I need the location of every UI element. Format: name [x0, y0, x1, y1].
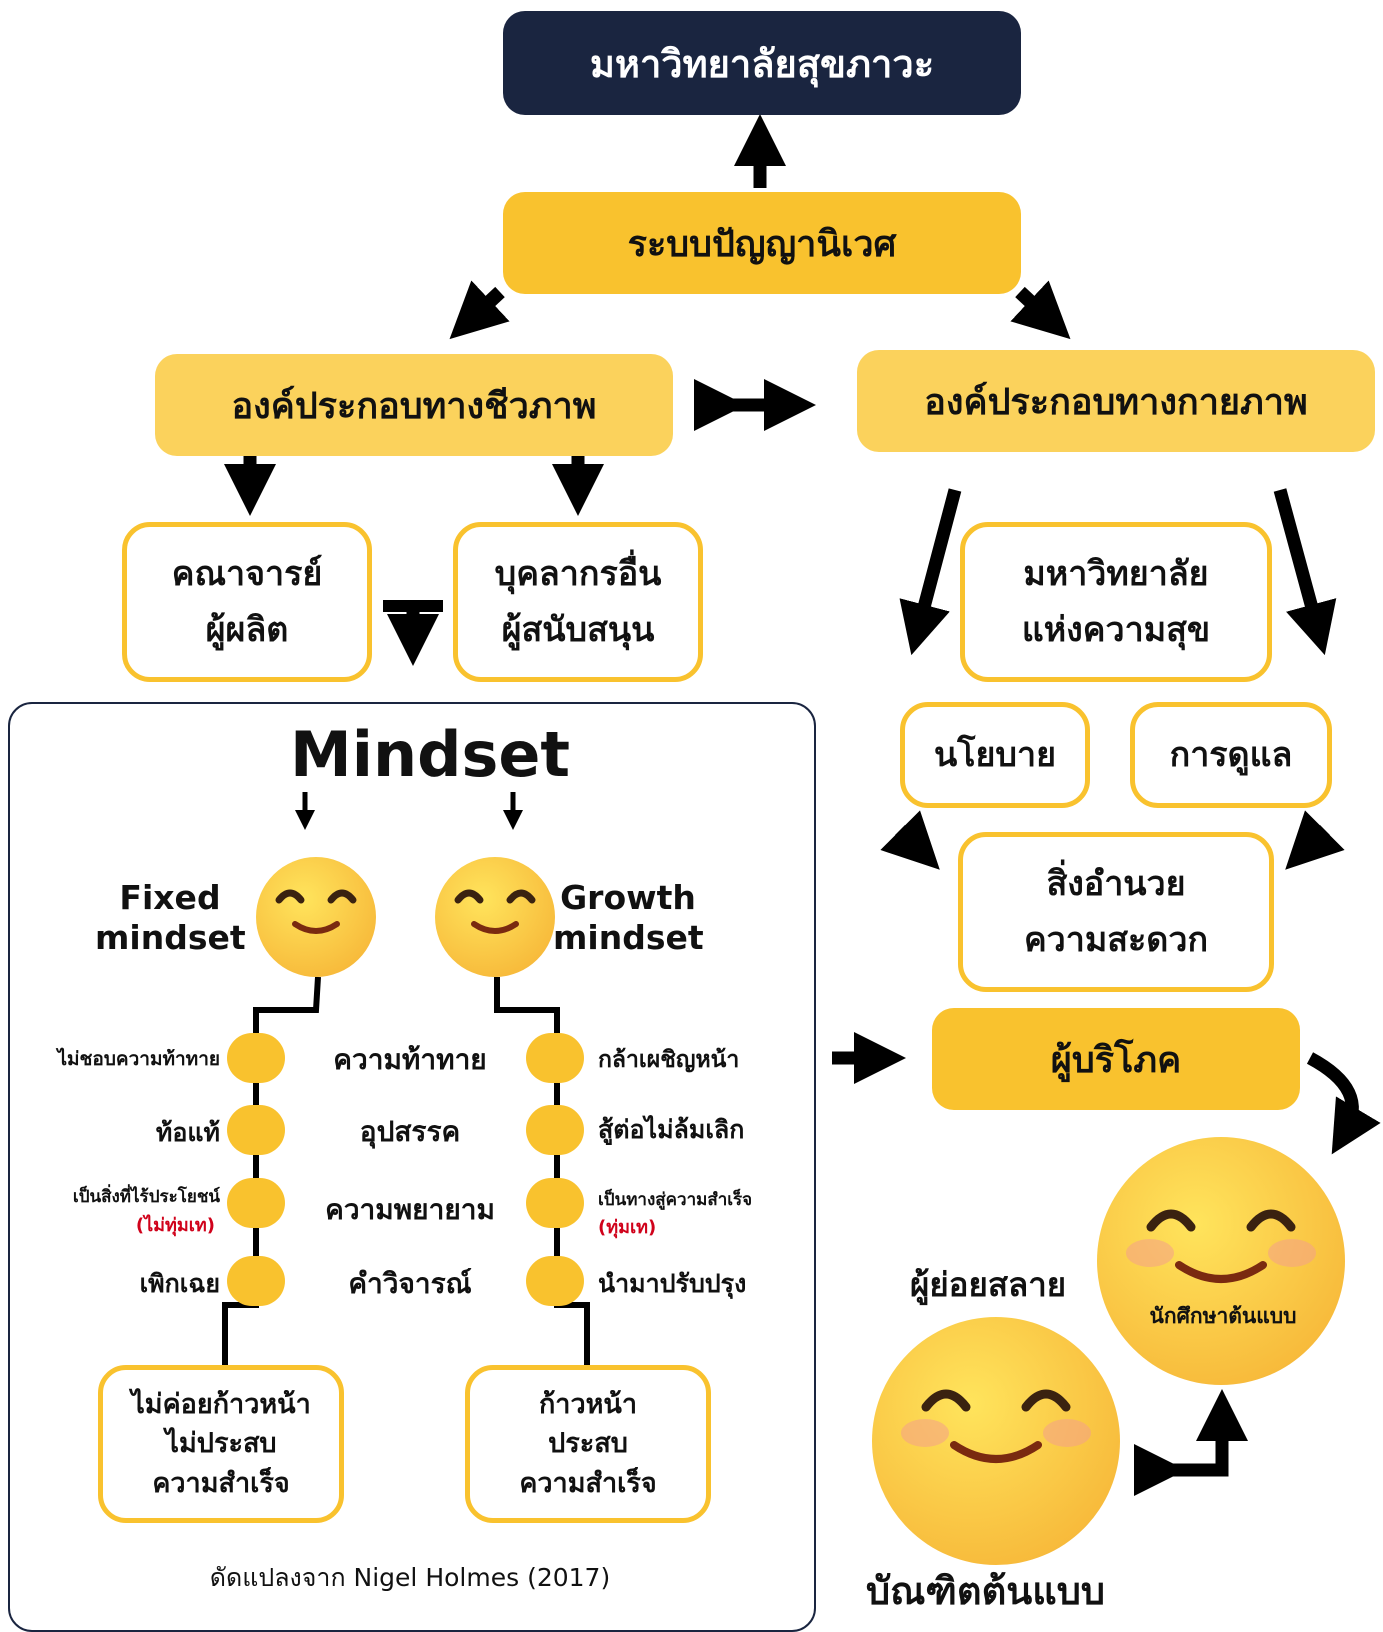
arrow-elbow-icon	[1134, 1389, 1248, 1496]
physical-box: องค์ประกอบทางกายภาพ	[857, 350, 1375, 452]
mindset-title: Mindset	[290, 718, 571, 791]
care-box: การดูแล	[1130, 702, 1332, 808]
policy-label: นโยบาย	[933, 734, 1057, 775]
fixed-response: เพิกเฉย	[139, 1269, 220, 1298]
decomposer-label: ผู้ย่อยสลาย	[910, 1265, 1067, 1304]
physical-label: องค์ประกอบทางกายภาพ	[924, 381, 1308, 423]
growth-path-line	[494, 977, 590, 1368]
situation-label: ความพยายาม	[325, 1193, 495, 1226]
fixed-mindset-line2: mindset	[95, 918, 246, 957]
facility-box: สิ่งอำนวย ความสะดวก	[958, 832, 1274, 992]
university-title: มหาวิทยาลัยสุขภาวะ	[589, 41, 935, 86]
fixed-path-line	[222, 976, 321, 1368]
model-graduate-label: บัณฑิตต้นแบบ	[866, 1569, 1105, 1613]
situation-label: ความท้าทาย	[333, 1043, 487, 1076]
university-title-box: มหาวิทยาลัยสุขภาวะ	[503, 11, 1021, 115]
fixed-smiley-icon	[256, 857, 376, 977]
staff-box: บุคลากรอื่น ผู้สนับสนุน	[453, 522, 703, 682]
fixed-response: ท้อแท้	[155, 1118, 220, 1147]
growth-dot-4	[526, 1256, 584, 1306]
arrow-long-left-icon	[899, 488, 962, 656]
growth-result-box: ก้าวหน้า ประสบ ความสำเร็จ	[465, 1365, 711, 1523]
growth-dot-2	[526, 1105, 584, 1155]
growth-result-line1: ก้าวหน้า	[538, 1389, 638, 1421]
growth-result-line2: ประสบ	[548, 1428, 628, 1460]
growth-mindset-line1: Growth	[560, 878, 696, 917]
fixed-mindset-label: Fixed mindset	[95, 878, 246, 958]
model-student-smiley-icon	[1097, 1137, 1345, 1385]
fixed-dot-1	[227, 1033, 285, 1083]
growth-mindset-line2: mindset	[553, 918, 704, 957]
arrow-curve-icon	[1306, 1052, 1381, 1155]
fixed-response: เป็นสิ่งที่ไร้ประโยชน์	[72, 1187, 220, 1207]
growth-dot-3	[526, 1178, 584, 1228]
fixed-note: (ไม่ทุ่มเท)	[135, 1215, 215, 1236]
growth-smiley-icon	[435, 857, 555, 977]
arrow-long-right-icon	[1273, 488, 1337, 656]
t-bar-icon	[383, 600, 443, 612]
consumer-box: ผู้บริโภค	[932, 1008, 1300, 1110]
growth-response: เป็นทางสู่ความสำเร็จ	[598, 1190, 753, 1210]
care-label: การดูแล	[1169, 734, 1293, 775]
growth-response: กล้าเผชิญหน้า	[598, 1047, 740, 1073]
situation-label: อุปสรรค	[359, 1115, 461, 1148]
fixed-dot-2	[227, 1105, 285, 1155]
arrow-diag-icon	[880, 810, 940, 870]
staff-line2: ผู้สนับสนุน	[501, 610, 655, 650]
ecosystem-label: ระบบปัญญานิเวศ	[627, 223, 897, 265]
consumer-label: ผู้บริโภค	[1050, 1039, 1182, 1081]
growth-note: (ทุ่มเท)	[598, 1217, 657, 1238]
happy-university-box: มหาวิทยาลัย แห่งความสุข	[960, 522, 1272, 682]
growth-mindset-label: Growth mindset	[553, 878, 704, 958]
facility-line2: ความสะดวก	[1023, 920, 1209, 960]
faculty-box: คณาจารย์ ผู้ผลิต	[122, 522, 372, 682]
growth-response: สู้ต่อไม่ล้มเลิก	[598, 1115, 745, 1144]
arrow-down-right-icon	[1010, 280, 1071, 340]
situation-label: คำวิจารณ์	[348, 1267, 472, 1300]
facility-line1: สิ่งอำนวย	[1046, 863, 1186, 904]
model-graduate-smiley-icon	[872, 1317, 1120, 1565]
source-credit: ดัดแปลงจาก Nigel Holmes (2017)	[209, 1563, 611, 1592]
growth-response: นำมาปรับปรุง	[598, 1269, 747, 1298]
fixed-result-box: ไม่ค่อยก้าวหน้า ไม่ประสบ ความสำเร็จ	[98, 1365, 344, 1523]
biotic-box: องค์ประกอบทางชีวภาพ	[155, 354, 673, 456]
model-student-label: นักศึกษาต้นแบบ	[1149, 1304, 1297, 1328]
fixed-result-line1: ไม่ค่อยก้าวหน้า	[131, 1389, 311, 1421]
fixed-result-line2: ไม่ประสบ	[165, 1428, 277, 1460]
arrow-down-left-icon	[449, 280, 510, 340]
growth-result-line3: ความสำเร็จ	[519, 1467, 657, 1499]
fixed-result-line3: ความสำเร็จ	[152, 1467, 290, 1499]
biotic-label: องค์ประกอบทางชีวภาพ	[231, 385, 597, 427]
happy-university-line2: แห่งความสุข	[1021, 610, 1211, 650]
fixed-dot-4	[227, 1256, 285, 1306]
arrow-diag-icon	[1285, 810, 1345, 870]
growth-dot-1	[526, 1033, 584, 1083]
faculty-line1: คณาจารย์	[171, 553, 323, 594]
happy-university-line1: มหาวิทยาลัย	[1023, 553, 1209, 594]
fixed-dot-3	[227, 1178, 285, 1228]
ecosystem-box: ระบบปัญญานิเวศ	[503, 192, 1021, 294]
fixed-mindset-line1: Fixed	[119, 878, 221, 917]
fixed-response: ไม่ชอบความท้าทาย	[57, 1048, 220, 1070]
faculty-line2: ผู้ผลิต	[205, 610, 289, 650]
staff-line1: บุคลากรอื่น	[494, 553, 662, 594]
policy-box: นโยบาย	[900, 702, 1090, 808]
